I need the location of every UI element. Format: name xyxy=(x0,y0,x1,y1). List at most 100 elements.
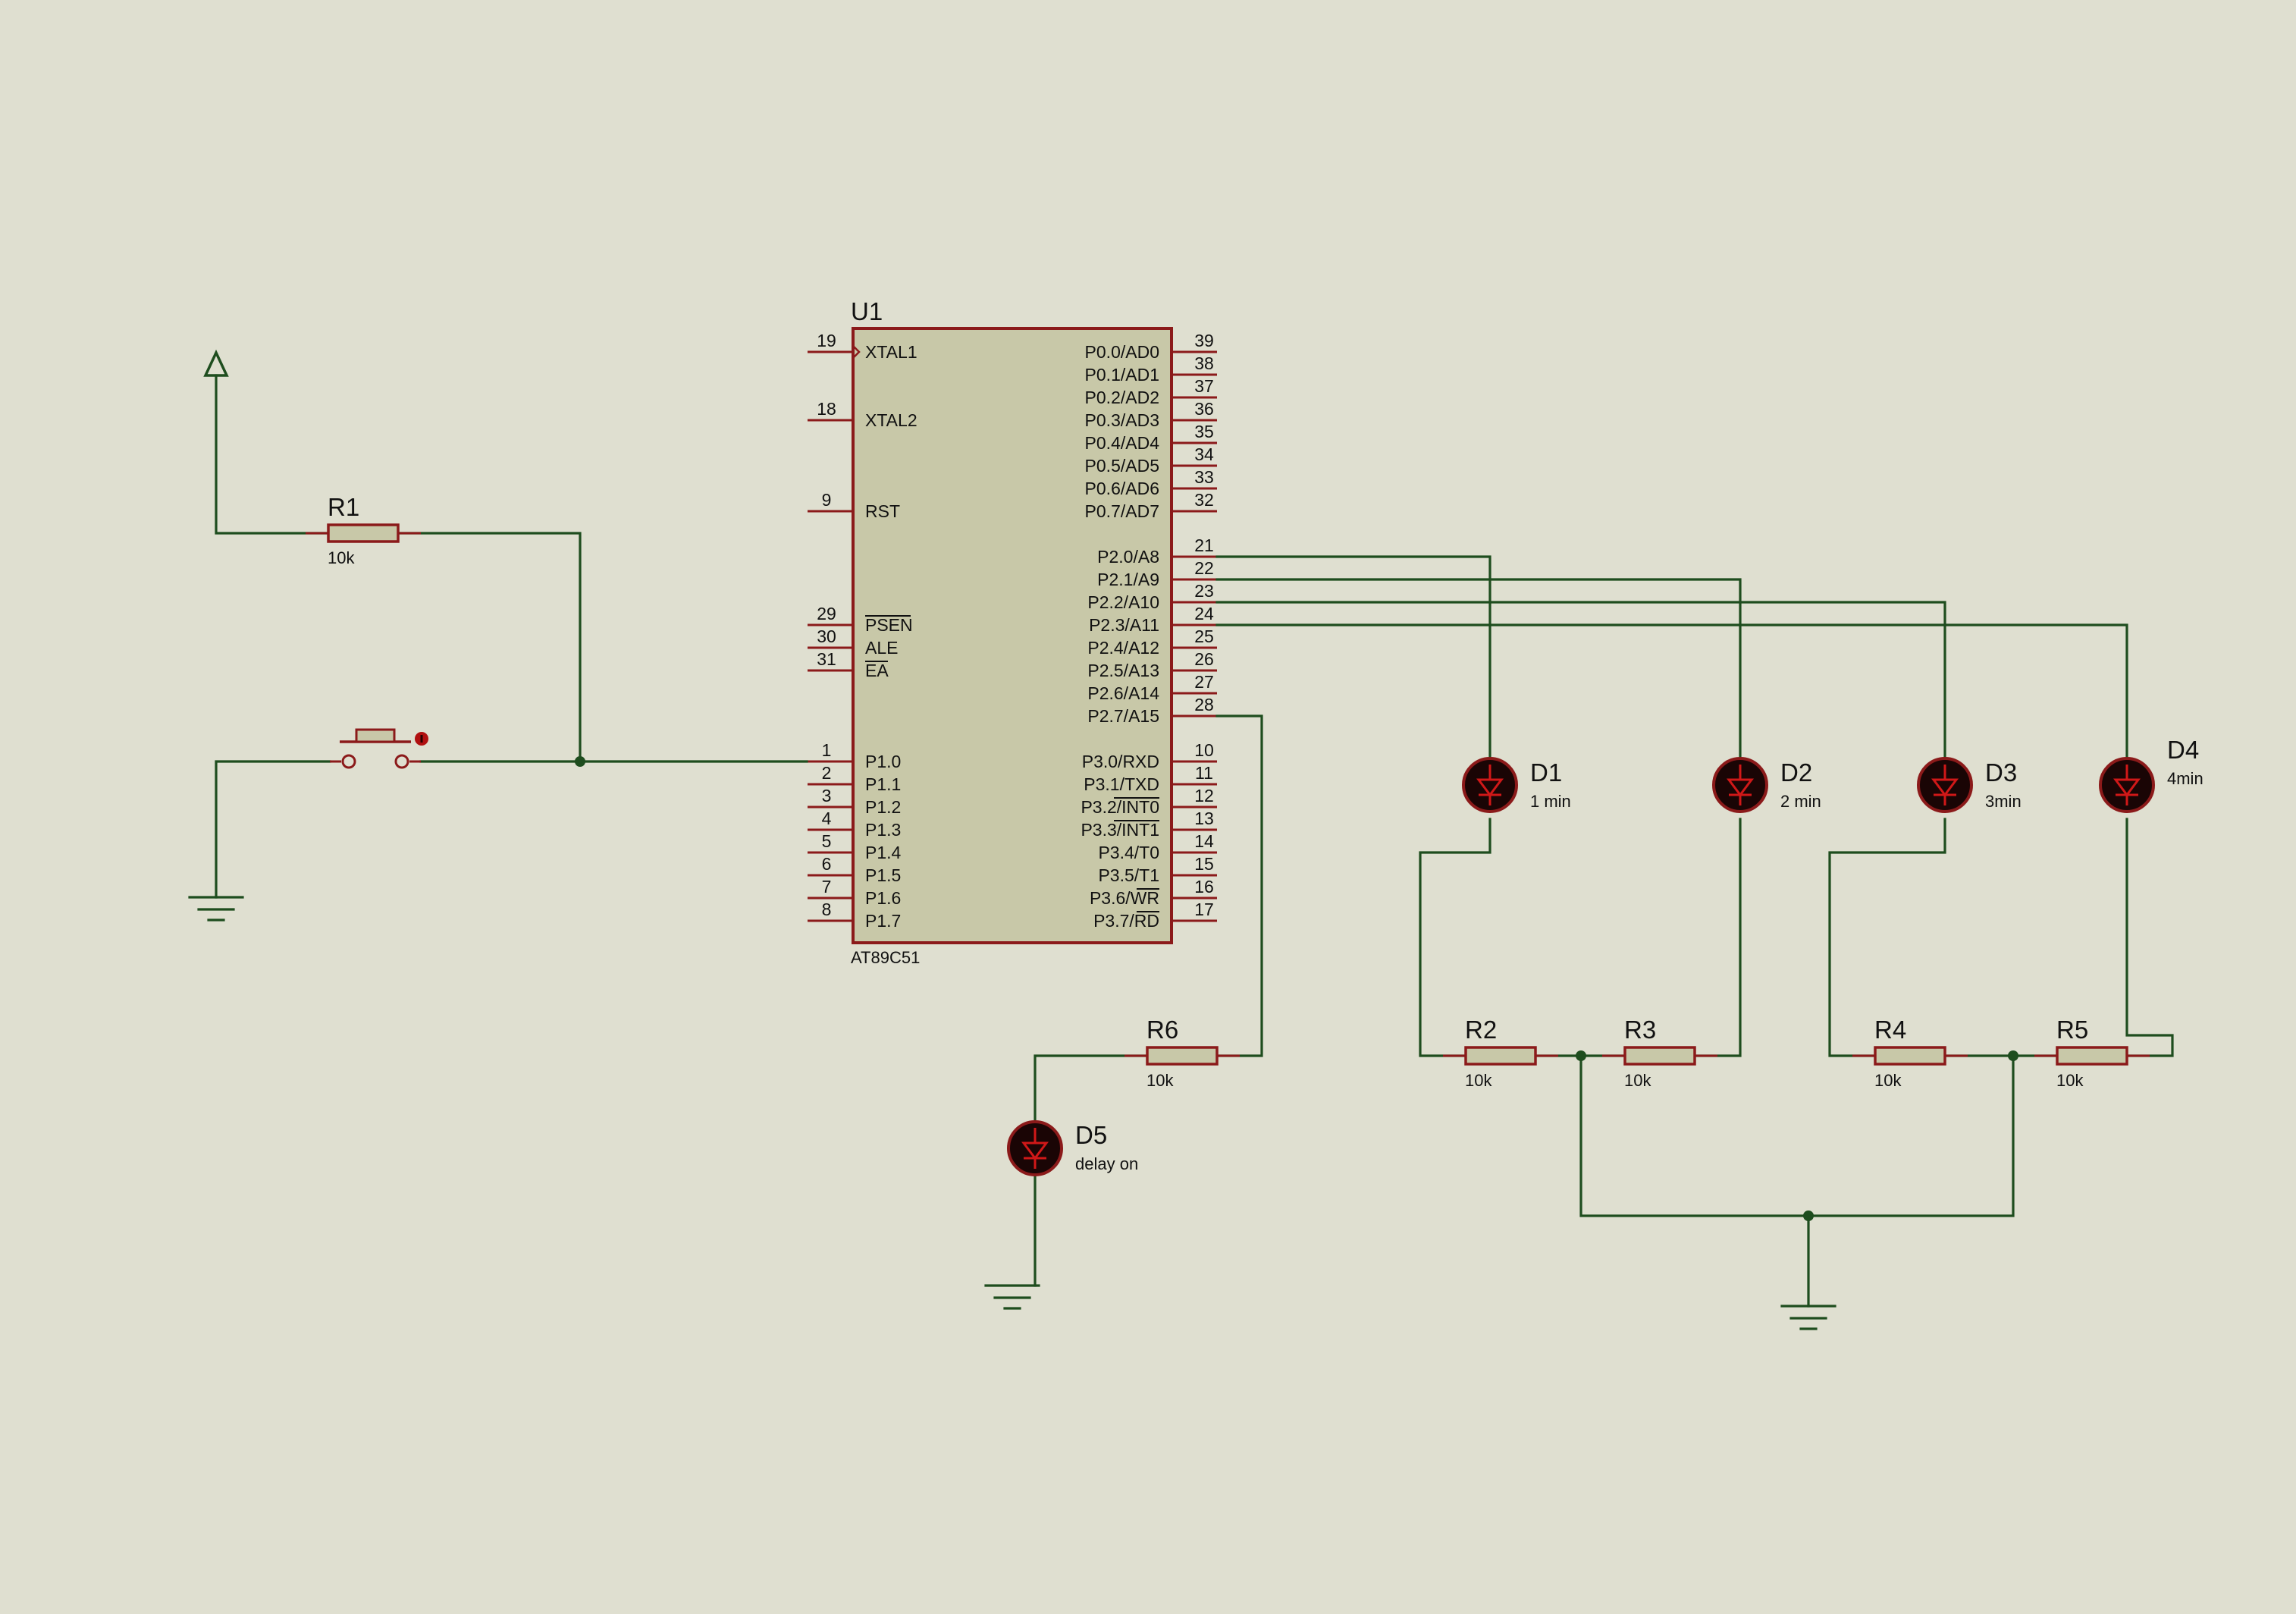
resistor-r1[interactable]: R1 10k xyxy=(306,493,421,567)
mcu-pin-28-name: P2.7/A15 xyxy=(1087,706,1159,726)
mcu-pin-4-number: 4 xyxy=(822,809,832,828)
mcu-part-label: AT89C51 xyxy=(851,948,920,967)
resistor-r2[interactable]: R2 10k xyxy=(1443,1016,1558,1090)
mcu-pin-8-name: P1.7 xyxy=(865,911,901,931)
resistor-r3[interactable]: R3 10k xyxy=(1602,1016,1717,1090)
d1-ref: D1 xyxy=(1530,758,1562,787)
mcu-pin-8-number: 8 xyxy=(822,900,832,919)
mcu-pin-14-number: 14 xyxy=(1194,831,1214,851)
mcu-pin-26-number: 26 xyxy=(1194,649,1214,669)
clock-input-icon xyxy=(852,345,861,359)
r6-ref: R6 xyxy=(1146,1016,1178,1044)
mcu-pin-5-name: P1.4 xyxy=(865,843,902,862)
mcu-pin-26-name: P2.5/A13 xyxy=(1087,661,1159,680)
mcu-pin-21-number: 21 xyxy=(1194,535,1214,555)
mcu-pin-6-name: P1.5 xyxy=(865,865,901,885)
mcu-u1[interactable]: U1 AT89C51 19XTAL118XTAL29RST29PSEN30ALE… xyxy=(808,297,1217,967)
mcu-pin-22-number: 22 xyxy=(1194,558,1214,578)
d2-label: 2 min xyxy=(1780,792,1821,811)
mcu-pin-7-name: P1.6 xyxy=(865,888,901,908)
r2-ref: R2 xyxy=(1465,1016,1497,1044)
mcu-pin-9-number: 9 xyxy=(822,490,832,510)
push-button-switch[interactable] xyxy=(330,728,428,769)
d4-ref: D4 xyxy=(2167,736,2199,764)
r5-ref: R5 xyxy=(2056,1016,2088,1044)
mcu-body xyxy=(852,327,1173,944)
d5-label: delay on xyxy=(1075,1154,1138,1173)
mcu-pin-2-number: 2 xyxy=(822,763,832,783)
mcu-pin-13-name: P3.3/INT1 xyxy=(1081,820,1159,840)
switch-toggle-icon[interactable] xyxy=(415,732,428,746)
mcu-pin-35-name: P0.4/AD4 xyxy=(1085,433,1160,453)
resistor-r4[interactable]: R4 10k xyxy=(1852,1016,1968,1090)
mcu-pin-36-number: 36 xyxy=(1194,399,1214,419)
d5-ref: D5 xyxy=(1075,1121,1107,1149)
mcu-pin-17-number: 17 xyxy=(1194,900,1214,919)
mcu-pin-24-number: 24 xyxy=(1194,604,1214,623)
mcu-pin-31-number: 31 xyxy=(817,649,836,669)
mcu-pin-5-number: 5 xyxy=(822,831,832,851)
mcu-left-pins: 19XTAL118XTAL29RST29PSEN30ALE31EA1P1.02P… xyxy=(808,331,917,931)
mcu-pin-3-number: 3 xyxy=(822,786,832,805)
r1-value: 10k xyxy=(328,548,355,567)
mcu-pin-1-name: P1.0 xyxy=(865,752,901,771)
r5-value: 10k xyxy=(2056,1071,2084,1090)
r4-value: 10k xyxy=(1874,1071,1902,1090)
mcu-pin-18-number: 18 xyxy=(817,399,836,419)
led-d3[interactable]: D3 3min xyxy=(1917,757,2022,813)
mcu-pin-33-name: P0.6/AD6 xyxy=(1085,479,1159,498)
mcu-pin-39-name: P0.0/AD0 xyxy=(1085,342,1159,362)
resistor-r6[interactable]: R6 10k xyxy=(1124,1016,1240,1090)
mcu-pin-15-number: 15 xyxy=(1194,854,1214,874)
mcu-pin-32-number: 32 xyxy=(1194,490,1214,510)
mcu-pin-19-name: XTAL1 xyxy=(865,342,917,362)
mcu-pin-38-name: P0.1/AD1 xyxy=(1085,365,1159,385)
mcu-pin-30-number: 30 xyxy=(817,626,836,646)
mcu-right-pins: 39P0.0/AD038P0.1/AD137P0.2/AD236P0.3/AD3… xyxy=(1081,331,1217,931)
mcu-pin-7-number: 7 xyxy=(822,877,832,896)
mcu-pin-15-name: P3.5/T1 xyxy=(1098,865,1159,885)
junction-reset xyxy=(575,756,585,767)
mcu-pin-19-number: 19 xyxy=(817,331,836,350)
mcu-pin-1-number: 1 xyxy=(822,740,832,760)
r1-ref: R1 xyxy=(328,493,359,521)
junction-ground-bus xyxy=(1803,1210,1814,1221)
mcu-pin-37-name: P0.2/AD2 xyxy=(1085,388,1159,407)
led-d4[interactable]: D4 4min xyxy=(2099,736,2203,813)
mcu-pin-27-name: P2.6/A14 xyxy=(1087,683,1159,703)
mcu-pin-29-number: 29 xyxy=(817,604,836,623)
mcu-pin-22-name: P2.1/A9 xyxy=(1097,570,1159,589)
mcu-pin-16-number: 16 xyxy=(1194,877,1214,896)
mcu-ref-label: U1 xyxy=(851,297,883,325)
mcu-pin-18-name: XTAL2 xyxy=(865,410,917,430)
mcu-pin-17-name: P3.7/RD xyxy=(1093,911,1159,931)
mcu-pin-33-number: 33 xyxy=(1194,467,1214,487)
junction-r4-r5 xyxy=(2008,1050,2018,1061)
d3-label: 3min xyxy=(1985,792,2022,811)
mcu-pin-16-name: P3.6/WR xyxy=(1090,888,1159,908)
mcu-pin-6-number: 6 xyxy=(822,854,832,874)
mcu-pin-12-name: P3.2/INT0 xyxy=(1081,797,1159,817)
d3-ref: D3 xyxy=(1985,758,2017,787)
mcu-pin-23-name: P2.2/A10 xyxy=(1087,592,1159,612)
led-d5[interactable]: D5 delay on xyxy=(1007,1120,1138,1176)
mcu-pin-31-name: EA xyxy=(865,661,889,680)
led-d2[interactable]: D2 2 min xyxy=(1712,757,1821,813)
mcu-pin-28-number: 28 xyxy=(1194,695,1214,714)
mcu-pin-34-name: P0.5/AD5 xyxy=(1085,456,1159,476)
mcu-pin-24-name: P2.3/A11 xyxy=(1089,615,1159,635)
mcu-pin-34-number: 34 xyxy=(1194,444,1214,464)
mcu-pin-27-number: 27 xyxy=(1194,672,1214,692)
led-d1[interactable]: D1 1 min xyxy=(1462,757,1571,813)
mcu-pin-32-name: P0.7/AD7 xyxy=(1085,501,1159,521)
mcu-pin-2-name: P1.1 xyxy=(865,774,901,794)
mcu-pin-37-number: 37 xyxy=(1194,376,1214,396)
mcu-pin-38-number: 38 xyxy=(1194,353,1214,373)
resistor-r5[interactable]: R5 10k xyxy=(2034,1016,2150,1090)
r4-ref: R4 xyxy=(1874,1016,1906,1044)
mcu-pin-25-number: 25 xyxy=(1194,626,1214,646)
r2-value: 10k xyxy=(1465,1071,1492,1090)
mcu-pin-35-number: 35 xyxy=(1194,422,1214,441)
d2-ref: D2 xyxy=(1780,758,1812,787)
